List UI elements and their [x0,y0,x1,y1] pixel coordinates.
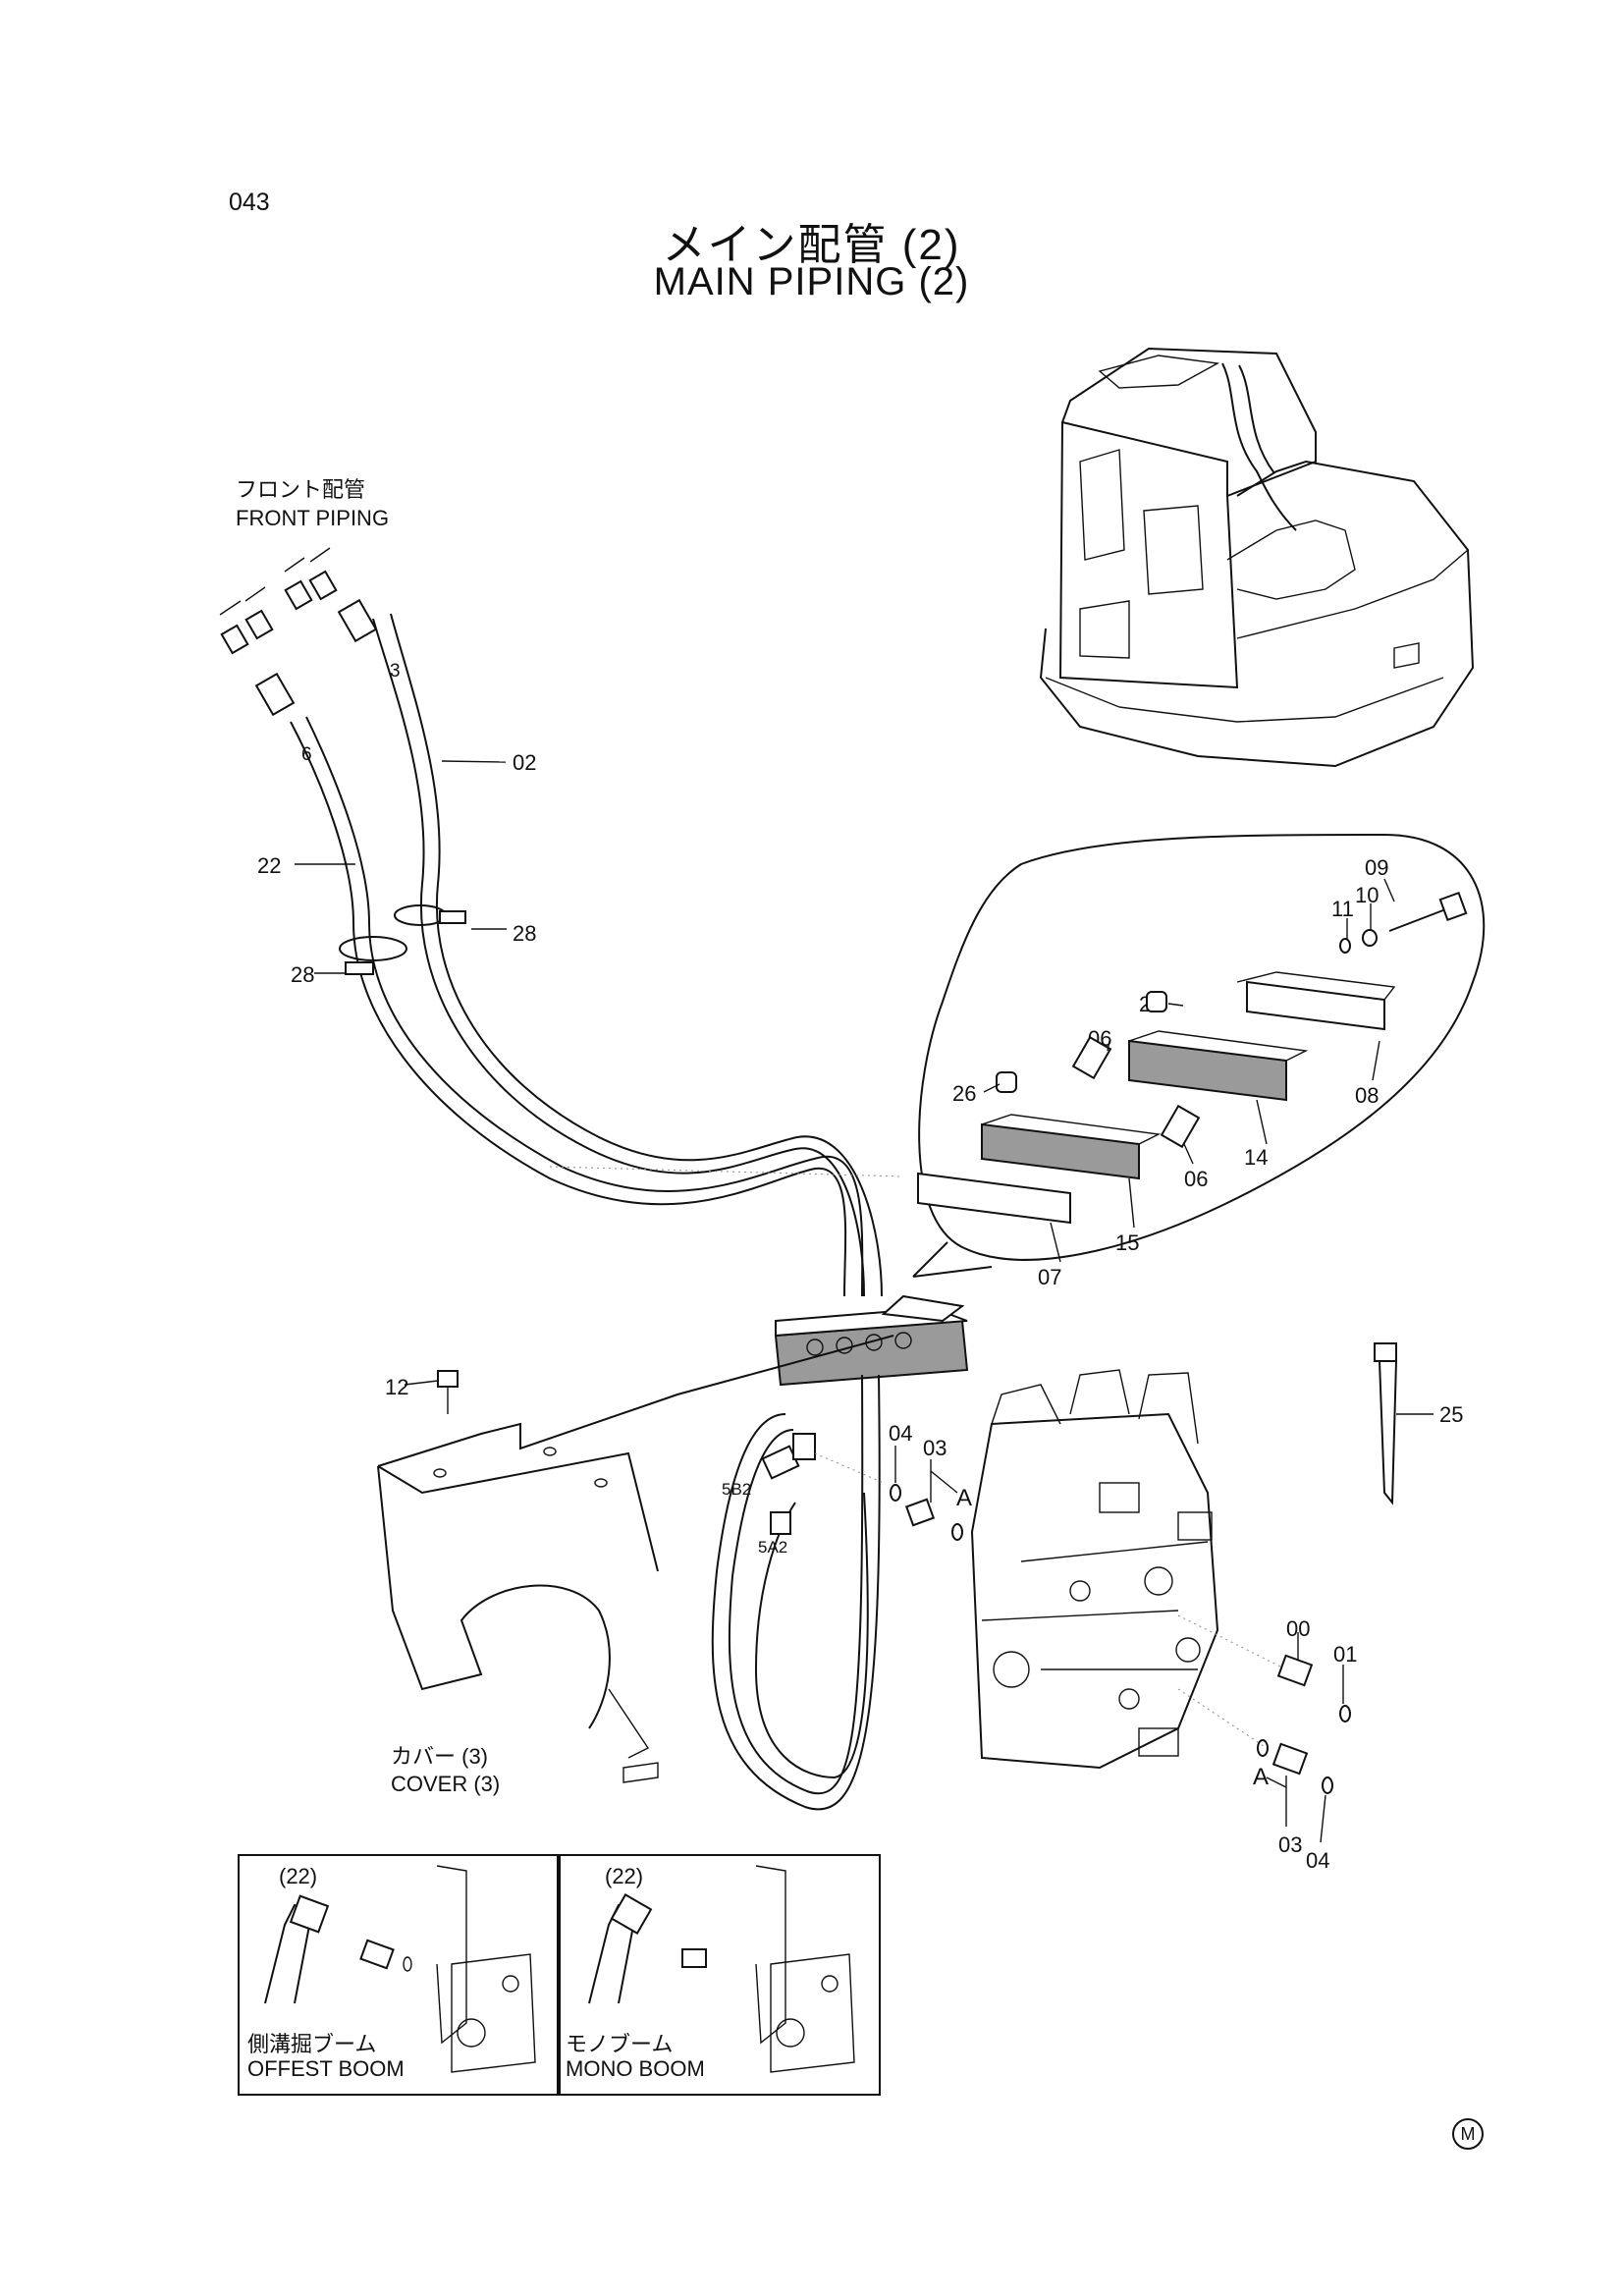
mono-boom-label-jp: モノブーム [566,2032,674,2056]
offset-boom-label-en: OFFEST BOOM [247,2056,405,2081]
offset-boom-label-jp: 側溝掘ブーム [247,2032,377,2056]
front-piping-label-jp: フロント配管 [236,477,366,502]
inset-mono-boom [557,1854,881,2096]
valve-hoses [711,1374,963,1811]
callout-09: 09 [1365,855,1389,880]
callout-06-bottom: 06 [1184,1167,1209,1191]
cable-tie [1374,1342,1434,1505]
callout-08: 08 [1355,1083,1380,1108]
callout-02: 02 [513,750,537,775]
callout-01: 01 [1333,1642,1358,1667]
inset-left-part-number: (22) [279,1864,318,1888]
callout-12: 12 [385,1375,409,1399]
excavator-overview [1039,347,1475,768]
control-valve [970,1369,1351,1843]
callout-07: 07 [1038,1265,1062,1289]
view-a-label-upper: A [956,1485,973,1511]
page-number: 043 [229,189,270,216]
cover-label-en: COVER (3) [391,1772,501,1796]
callout-25: 25 [1439,1402,1464,1427]
hose-clamp-block [774,1294,969,1387]
inset-offset-boom-drawing [264,1865,536,2073]
page-title-english: MAIN PIPING (2) [653,260,970,303]
callout-hose-3: 3 [390,661,401,682]
view-a-label-lower: A [1253,1764,1270,1790]
callout-28-left: 28 [291,962,315,987]
page-title-japanese: メイン配管 (2) [662,221,961,269]
port-label-5a2: 5A2 [758,1538,788,1557]
inset-right-part-number: (22) [605,1864,644,1888]
port-label-5b2: 5B2 [722,1480,752,1499]
callout-04-upper: 04 [889,1421,913,1446]
callout-04-lower: 04 [1306,1848,1330,1873]
callout-10: 10 [1355,883,1380,907]
front-piping-label-en: FRONT PIPING [236,506,390,530]
callout-11: 11 [1331,897,1354,921]
callout-03-lower: 03 [1278,1832,1303,1857]
callout-14: 14 [1244,1145,1269,1170]
inset-mono-boom-drawing [588,1865,855,2073]
cover-frame [377,1335,894,1783]
front-piping-hoses [219,547,883,1297]
cover-label-jp: カバー (3) [391,1744,489,1769]
manufacturer-mark: M [1452,2118,1484,2150]
callout-22: 22 [257,853,282,878]
callout-28-right: 28 [513,921,537,946]
clamp-detail-bubble [912,833,1486,1278]
callout-03-upper: 03 [923,1436,947,1460]
callout-26-left: 26 [952,1081,977,1106]
mono-boom-label-en: MONO BOOM [566,2056,705,2081]
inset-offset-boom [238,1854,561,2096]
